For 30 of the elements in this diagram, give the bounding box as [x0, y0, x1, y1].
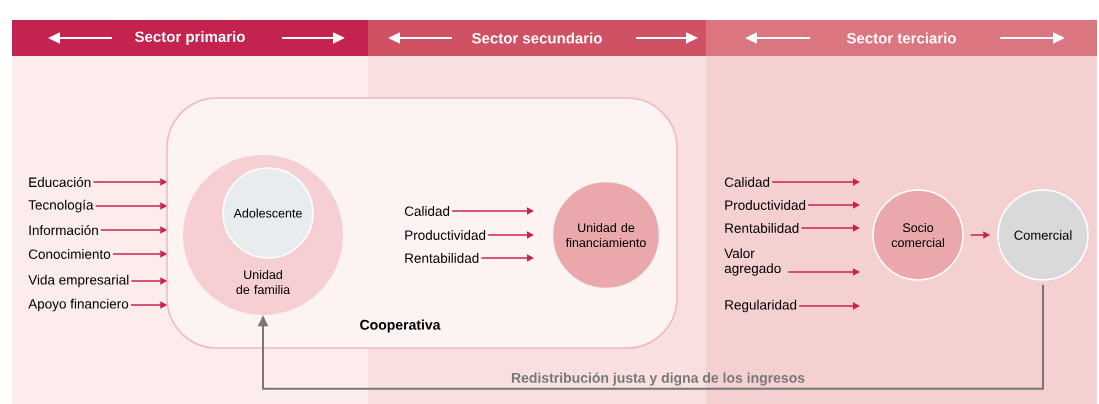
arrow [487, 231, 534, 239]
factor-label: Productividad [725, 200, 806, 210]
factor-label: Información [29, 224, 98, 236]
factor-label: Educación [29, 176, 91, 188]
factor-label: Calidad [724, 177, 770, 187]
factor-label: Valor agregado [724, 248, 781, 276]
factor-label: Rentabilidad [405, 253, 479, 263]
circle-node: Comercial [997, 189, 1089, 281]
circle-node: Unidad de financiamiento [553, 182, 659, 288]
factor-label: Regularidad [725, 299, 797, 313]
factor-label: Tecnología [28, 199, 94, 213]
arrow [787, 268, 860, 276]
factor-label: Apoyo financiero [28, 298, 129, 312]
factor-label: Conocimiento [28, 249, 111, 259]
circle-node: Socio comercial [872, 189, 964, 281]
arrow [800, 224, 860, 232]
arrow [451, 207, 534, 215]
sector-band: Sector primario [12, 20, 368, 56]
arrow [771, 178, 860, 186]
factor-label: Calidad [404, 206, 450, 216]
factor-label: Vida empresarial [28, 274, 129, 288]
arrow [807, 201, 860, 209]
circle-node: Adolescente [222, 167, 314, 259]
factor-label: Productividad [405, 230, 486, 240]
factor-label: Rentabilidad [725, 223, 799, 233]
sector-band: Sector terciario [706, 20, 1097, 56]
arrow [798, 302, 860, 310]
sector-band: Sector secundario [368, 20, 706, 56]
arrow [480, 254, 534, 262]
edge-label: Redistribución justa y digna de los ingresos [511, 372, 805, 386]
